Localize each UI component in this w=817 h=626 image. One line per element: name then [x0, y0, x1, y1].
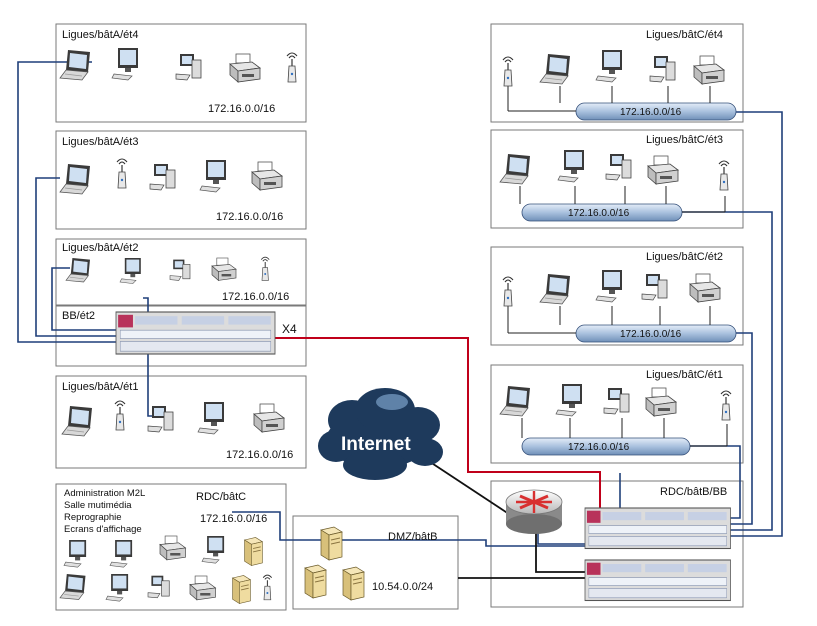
server-icon: [320, 526, 343, 561]
zone-title-bata-et3: Ligues/bâtA/ét3: [62, 136, 138, 148]
trunk-links: [17, 61, 783, 547]
zone-title-bb-et2: BB/ét2: [62, 310, 95, 322]
link-bata-et2: [51, 267, 125, 331]
subnet-label-batc-et1: 172.16.0.0/16: [568, 442, 630, 453]
router: [505, 489, 563, 534]
bus-drops: [507, 86, 728, 447]
server-icon: [232, 575, 251, 604]
zone-title-batc-et4: Ligues/bâtC/ét4: [646, 29, 723, 41]
internet-label: Internet: [341, 434, 411, 455]
switch-icon: [584, 559, 732, 602]
subnet-label-bata-et2: 172.16.0.0/16: [222, 291, 289, 303]
service-item: Administration M2L: [64, 488, 145, 499]
switch-bb-et2: X4: [115, 311, 297, 355]
link-bata-et3: [35, 177, 125, 337]
internet-cloud: Internet: [318, 388, 443, 480]
link-router-dmz: [535, 528, 588, 573]
server-icon: [342, 566, 365, 601]
subnet-label-bata-et4: 172.16.0.0/16: [208, 103, 275, 115]
network-buses: 172.16.0.0/16 172.16.0.0/16 172.16.0.0/1…: [507, 86, 737, 456]
zone-title-dmz: DMZ/bâtB: [388, 531, 438, 543]
zone-title-bata-et2: Ligues/bâtA/ét2: [62, 242, 138, 254]
link-bata-et4: [17, 61, 125, 343]
router-links: [417, 453, 588, 579]
zone-title-batc-et1: Ligues/bâtC/ét1: [646, 369, 723, 381]
server-icon: [244, 537, 263, 566]
rdc-batc-services: Administration M2L Salle mutimédia Repro…: [64, 488, 145, 535]
subnet-label-batc-et2: 172.16.0.0/16: [620, 329, 682, 340]
internet-cloud-icon: [318, 388, 443, 480]
link-internet-router: [417, 453, 513, 517]
link-bb-internet: [274, 337, 601, 512]
zone-labels: Ligues/bâtA/ét4 172.16.0.0/16 Ligues/bât…: [62, 29, 727, 593]
zone-title-bata-et1: Ligues/bâtA/ét1: [62, 381, 138, 393]
internet-link: [274, 337, 601, 512]
subnet-label-batc-et3: 172.16.0.0/16: [568, 208, 630, 219]
link-batc-et4: [728, 111, 783, 537]
zone-title-bata-et4: Ligues/bâtA/ét4: [62, 29, 138, 41]
network-bus-icon: 172.16.0.0/16: [521, 437, 691, 456]
subnet-label-bata-et3: 172.16.0.0/16: [216, 211, 283, 223]
server-icon: [304, 564, 327, 599]
service-item: Ecrans d'affichage: [64, 524, 142, 535]
zone-title-batc-et3: Ligues/bâtC/ét3: [646, 134, 723, 146]
subnet-label-rdc-batc: 172.16.0.0/16: [200, 513, 267, 525]
stack-label: X4: [282, 322, 297, 336]
network-bus-icon: 172.16.0.0/16: [521, 203, 683, 222]
subnet-label-dmz: 10.54.0.0/24: [372, 581, 433, 593]
network-bus-icon: 172.16.0.0/16: [575, 102, 737, 121]
link-batc-et3: [682, 211, 773, 531]
link-batc-rdc: [232, 511, 600, 547]
router-icon: [505, 489, 563, 534]
switch-icon: [115, 311, 276, 355]
zone-title-rdc-batb-bb: RDC/bâtB/BB: [660, 486, 727, 498]
zone-box-bata-et4: [55, 23, 307, 123]
service-item: Salle mutimédia: [64, 500, 132, 511]
switch-icon: [584, 507, 732, 550]
service-item: Reprographie: [64, 512, 122, 523]
zone-title-batc-et2: Ligues/bâtC/ét2: [646, 251, 723, 263]
zone-title-rdc-batc: RDC/bâtC: [196, 491, 246, 503]
network-bus-icon: 172.16.0.0/16: [575, 324, 737, 343]
subnet-label-batc-et4: 172.16.0.0/16: [620, 107, 682, 118]
subnet-label-bata-et1: 172.16.0.0/16: [226, 449, 293, 461]
